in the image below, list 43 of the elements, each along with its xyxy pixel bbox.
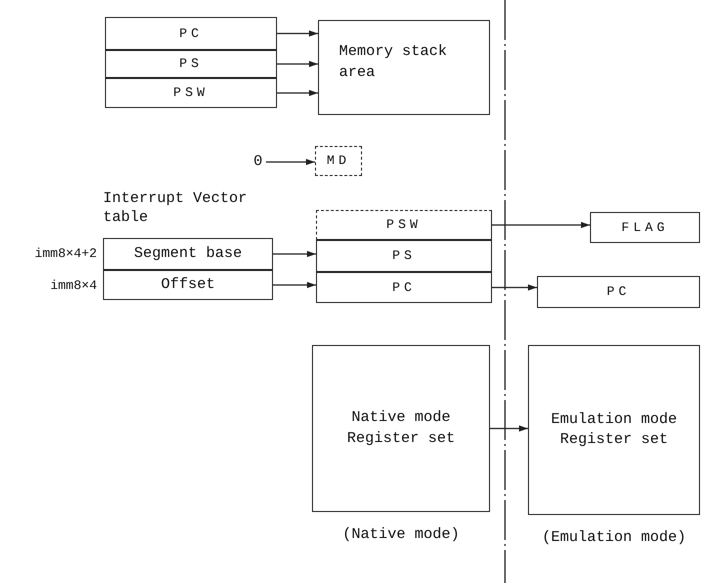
box-label: Emulation mode Register set — [550, 410, 678, 450]
arrow — [490, 425, 528, 432]
box-label: PC — [179, 24, 203, 42]
arrow — [277, 60, 318, 68]
register-box — [528, 345, 700, 515]
register-box — [318, 20, 490, 115]
arrow — [273, 282, 316, 288]
box-label: Offset — [160, 274, 215, 295]
register-box — [105, 78, 277, 108]
register-box — [103, 238, 273, 270]
beside-label: (Emulation mode) — [540, 529, 688, 546]
box-label: Segment base — [134, 244, 242, 264]
box-label: Memory stack area — [339, 42, 448, 82]
arrow — [277, 30, 318, 37]
box-label: PS — [179, 55, 203, 73]
register-box — [537, 276, 700, 308]
box-label: PC — [392, 278, 416, 296]
arrow — [273, 250, 316, 258]
value-text: 0 — [250, 152, 266, 172]
box-label: Native mode Register set — [346, 408, 456, 448]
register-box — [103, 270, 273, 300]
register-box — [316, 240, 492, 272]
register-box — [316, 210, 492, 240]
arrow — [266, 158, 315, 166]
beside-label: imm8×4+2 — [34, 246, 97, 261]
box-label: PS — [392, 247, 416, 265]
register-box — [590, 212, 700, 243]
arrow — [492, 284, 537, 291]
register-box — [312, 345, 490, 512]
box-label: MD — [326, 152, 350, 170]
register-box — [105, 17, 277, 50]
beside-label: imm8×4 — [50, 278, 97, 293]
box-label: PSW — [173, 84, 209, 102]
register-box — [316, 272, 492, 303]
table-heading: Interrupt Vector table — [103, 190, 248, 228]
beside-label: (Native mode) — [341, 526, 461, 543]
box-label: FLAG — [621, 218, 669, 236]
register-box — [315, 146, 362, 176]
arrow — [277, 90, 318, 96]
arrow — [492, 222, 590, 228]
box-label: PC — [606, 283, 630, 301]
register-box — [105, 50, 277, 78]
box-label: PSW — [386, 216, 422, 234]
